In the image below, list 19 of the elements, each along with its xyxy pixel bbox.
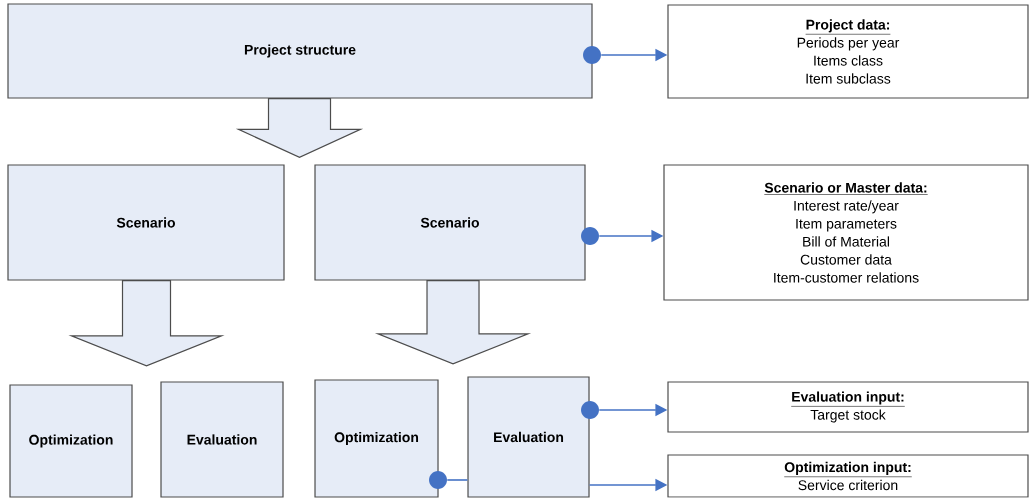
- process-box: Optimization: [314, 379, 439, 498]
- block-arrow: [374, 280, 532, 365]
- process-box: Project structure: [7, 3, 593, 99]
- data-box: Project data: Periods per year Items class Item subclass: [667, 4, 1029, 99]
- data-box: Optimization input: Service criterion: [667, 454, 1029, 498]
- data-box: Evaluation input: Target stock: [667, 381, 1029, 433]
- connector-dot: [583, 46, 601, 64]
- process-box: Evaluation: [160, 381, 284, 498]
- connector-dot: [581, 227, 599, 245]
- process-box: Scenario: [7, 164, 285, 281]
- connector-dot: [581, 401, 599, 419]
- connector-line: [446, 479, 469, 481]
- process-box: Optimization: [9, 384, 133, 498]
- connector-dot: [429, 471, 447, 489]
- block-arrow: [68, 280, 225, 367]
- block-arrow: [235, 98, 364, 159]
- process-box: Scenario: [314, 164, 586, 281]
- process-box: Evaluation: [467, 376, 590, 498]
- data-box: Scenario or Master data: Interest rate/year Item parameters Bill of Material Customer data Item-customer relations: [663, 164, 1029, 301]
